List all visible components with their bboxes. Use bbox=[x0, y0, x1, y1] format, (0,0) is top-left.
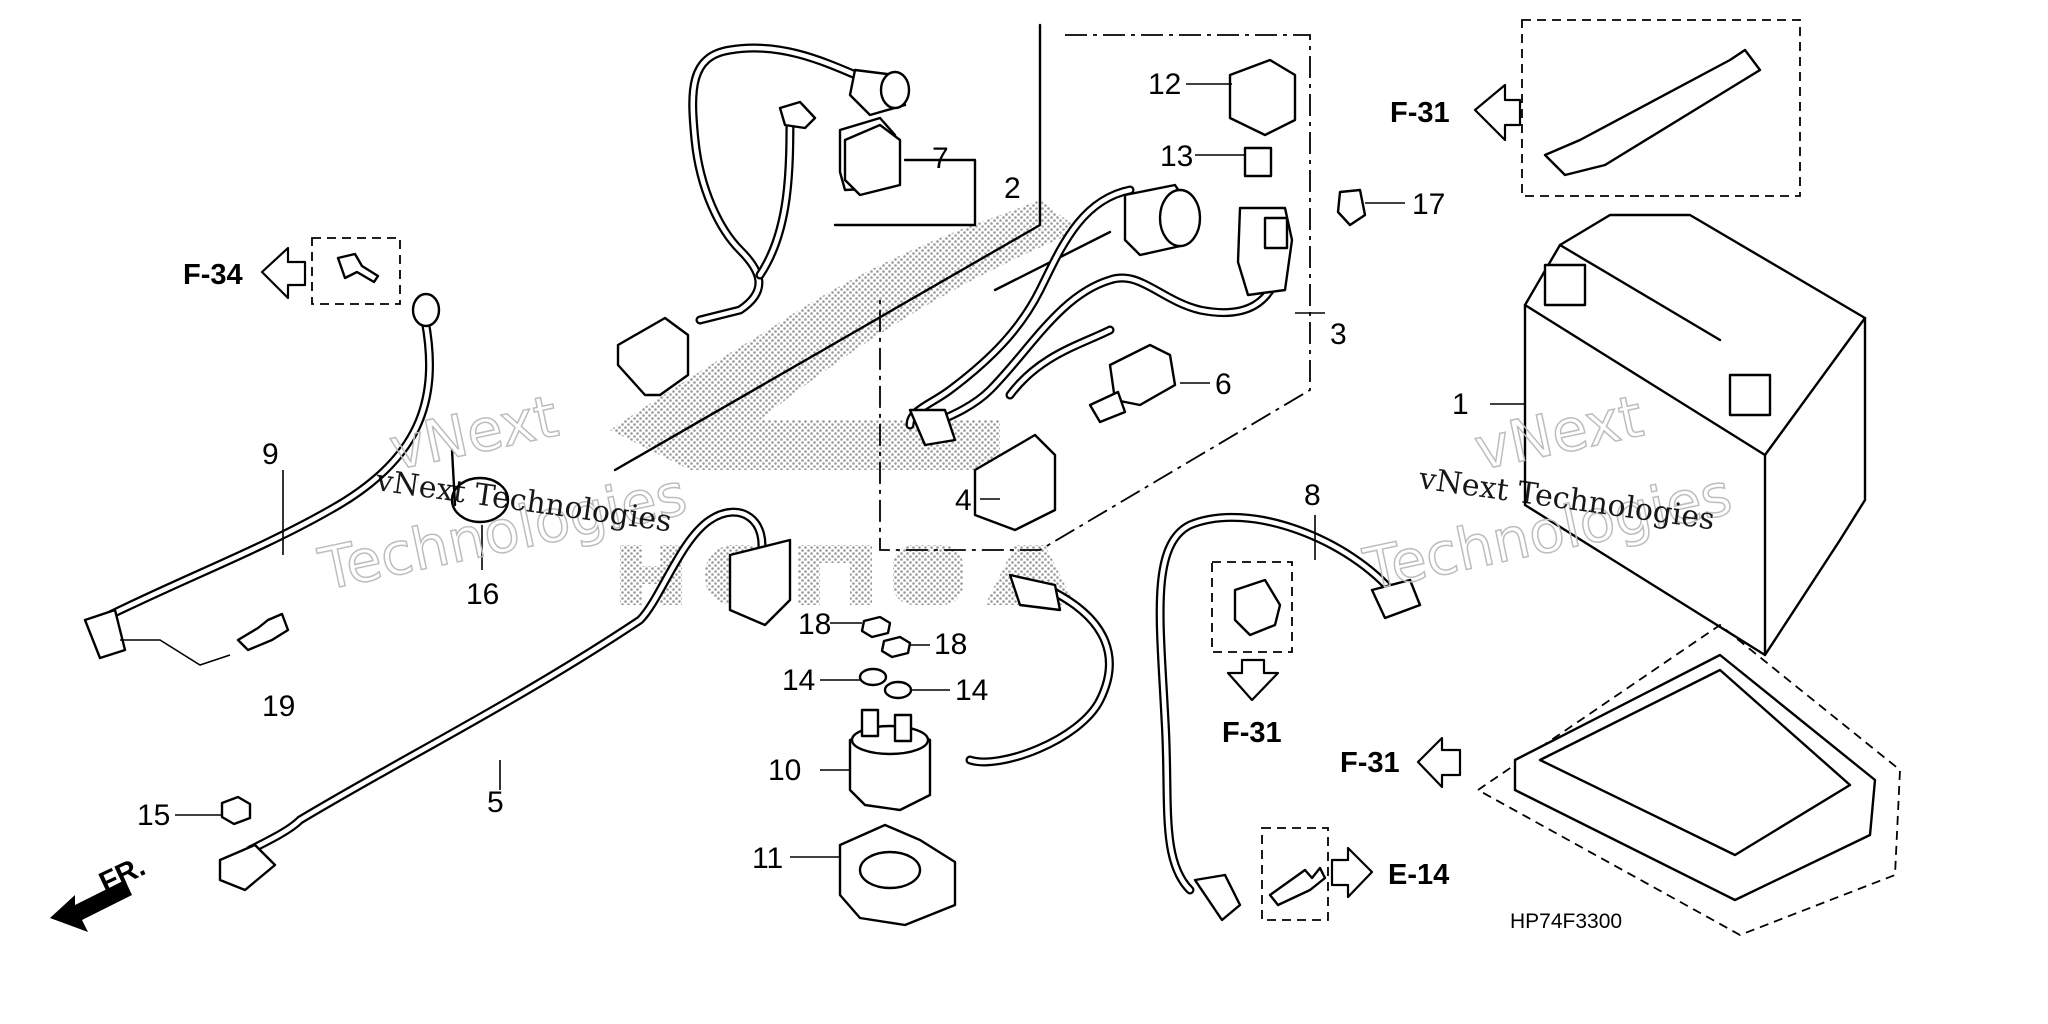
bolt bbox=[336, 252, 380, 284]
diagram-code: HP74F3300 bbox=[1510, 910, 1622, 933]
callout-1: 1 bbox=[1452, 388, 1469, 421]
callout-16: 16 bbox=[466, 578, 499, 611]
relay bbox=[1228, 58, 1297, 137]
negative-cable bbox=[83, 292, 441, 660]
nut-15 bbox=[220, 795, 252, 826]
callout-18b: 18 bbox=[934, 628, 967, 661]
tray-box bbox=[1476, 623, 1901, 936]
callout-12: 12 bbox=[1148, 68, 1181, 101]
front-arrow-icon bbox=[50, 880, 132, 932]
main-harness bbox=[879, 34, 1311, 551]
band bbox=[450, 476, 510, 524]
frame-line bbox=[613, 23, 1042, 472]
battery bbox=[1523, 213, 1867, 657]
callout-4: 4 bbox=[955, 484, 972, 517]
washer-14a bbox=[858, 667, 888, 687]
callout-15: 15 bbox=[137, 799, 170, 832]
ref-f31-grommet: F-31 bbox=[1222, 717, 1282, 749]
honda-watermark bbox=[610, 200, 1080, 605]
positive-cable bbox=[1155, 512, 1422, 922]
battery-sub-harness bbox=[616, 43, 911, 397]
leader-lines bbox=[120, 83, 1525, 858]
callout-14b: 14 bbox=[955, 674, 988, 707]
callout-9: 9 bbox=[262, 438, 279, 471]
leader-7-2 bbox=[833, 158, 977, 227]
callout-7: 7 bbox=[932, 142, 949, 175]
callout-18a: 18 bbox=[798, 608, 831, 641]
nut-18b bbox=[880, 635, 912, 659]
clip bbox=[1336, 188, 1367, 227]
callout-8: 8 bbox=[1304, 479, 1321, 512]
starter-relay bbox=[848, 708, 932, 812]
grommet bbox=[1233, 578, 1282, 637]
callout-6: 6 bbox=[1215, 368, 1232, 401]
bolt-19 bbox=[236, 612, 290, 652]
bolt-box-e14 bbox=[1261, 827, 1329, 921]
battery-tray bbox=[1513, 653, 1877, 902]
callout-17: 17 bbox=[1412, 188, 1445, 221]
callout-14a: 14 bbox=[782, 664, 815, 697]
relay-connector bbox=[1008, 573, 1062, 612]
starter-cable bbox=[218, 507, 792, 892]
terminal-cover-large bbox=[973, 433, 1057, 532]
callout-13: 13 bbox=[1160, 140, 1193, 173]
callout-3: 3 bbox=[1330, 318, 1347, 351]
ref-e14: E-14 bbox=[1388, 859, 1449, 891]
washer-14b bbox=[883, 680, 913, 700]
bolt-e14 bbox=[1268, 866, 1327, 907]
fuse bbox=[1243, 146, 1273, 178]
strap-box bbox=[1521, 19, 1801, 197]
grommet-box bbox=[1211, 561, 1293, 653]
battery-strap bbox=[1543, 48, 1762, 177]
terminal-cap bbox=[843, 123, 902, 197]
bolt-box-f34 bbox=[311, 237, 401, 305]
callout-2: 2 bbox=[1004, 172, 1021, 205]
ref-f31-strap: F-31 bbox=[1390, 97, 1450, 129]
reference-arrows bbox=[260, 83, 1522, 899]
callout-19: 19 bbox=[262, 690, 295, 723]
callout-11: 11 bbox=[752, 842, 783, 875]
ref-f34: F-34 bbox=[183, 259, 243, 291]
callout-5: 5 bbox=[487, 786, 504, 819]
callout-10: 10 bbox=[768, 754, 801, 787]
ref-f31-tray: F-31 bbox=[1340, 747, 1400, 779]
nut-18a bbox=[860, 615, 892, 639]
